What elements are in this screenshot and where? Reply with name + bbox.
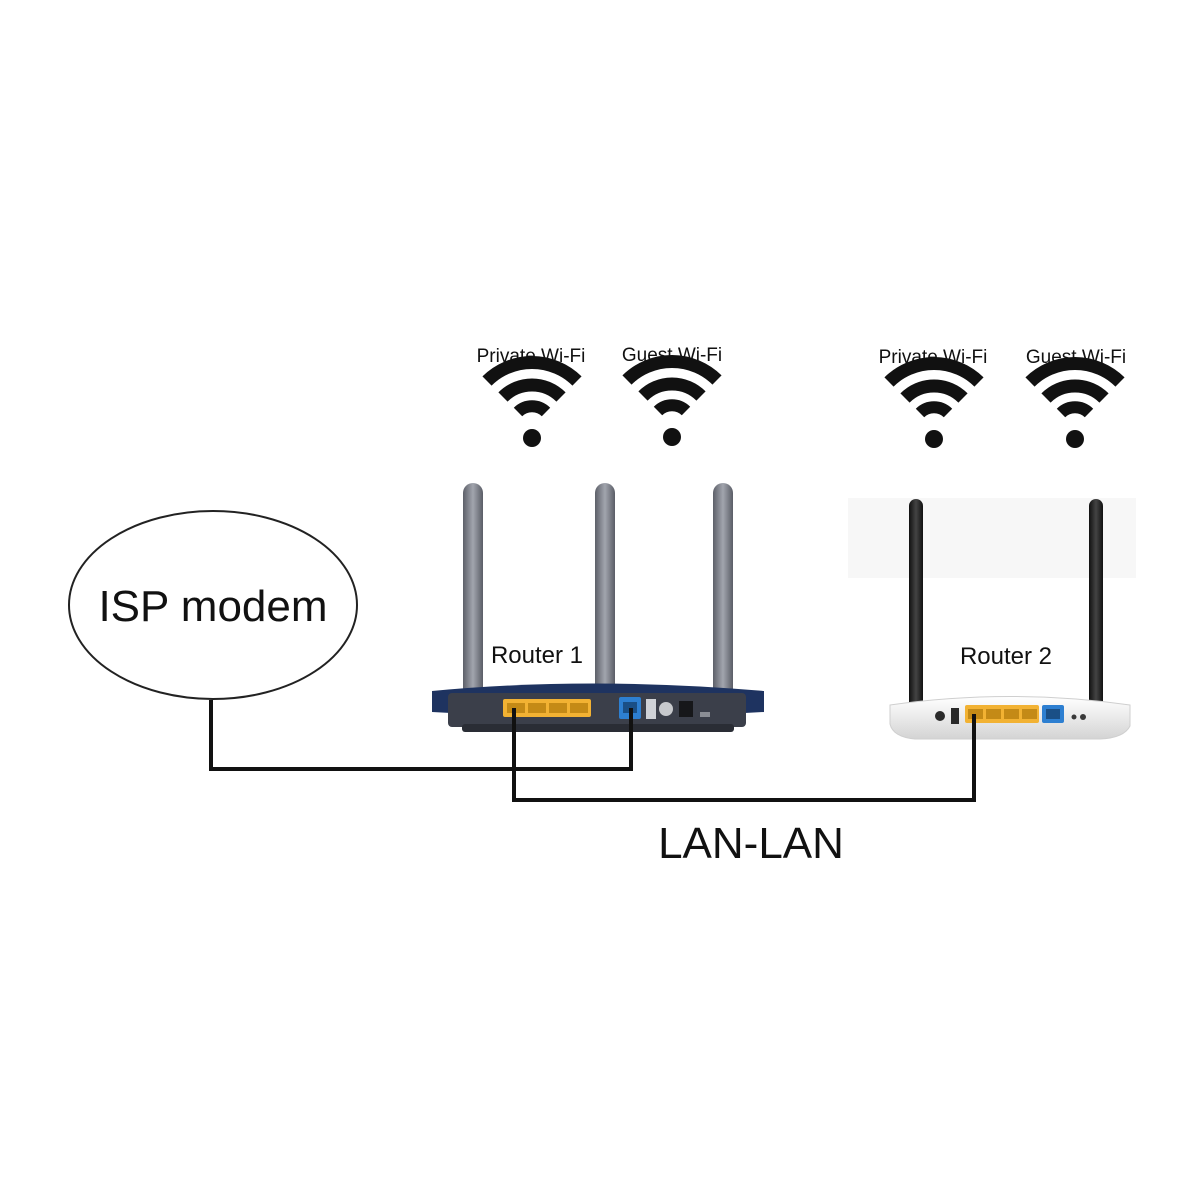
lan-lan-label: LAN-LAN — [658, 819, 844, 868]
wifi-icon — [1030, 364, 1120, 448]
router1-power-jack — [679, 701, 693, 717]
router1-antenna — [595, 483, 615, 708]
router2-lan-ports — [965, 705, 1039, 723]
isp-modem-label: ISP modem — [98, 582, 327, 631]
router2-antenna — [1089, 499, 1103, 721]
wifi-icon — [889, 364, 979, 448]
router2-device — [848, 498, 1136, 740]
isp-modem-node — [68, 510, 358, 700]
router2-label: Router 2 — [960, 643, 1052, 670]
router1-antenna — [713, 483, 733, 708]
router2-antenna — [909, 499, 923, 721]
cable-modem-to-router1-wan — [209, 700, 633, 771]
router1-antenna — [463, 483, 483, 708]
router1-device — [432, 483, 764, 732]
router2-reset-button — [1071, 714, 1077, 720]
router1-usb-port — [646, 699, 656, 719]
router1-power-button — [659, 702, 673, 716]
cable-router1-lan-to-router2-lan — [512, 708, 976, 802]
wifi-icon — [487, 363, 577, 447]
router1-label: Router 1 — [491, 642, 583, 669]
wifi-icon — [627, 362, 717, 446]
router2-power-jack — [935, 711, 945, 721]
